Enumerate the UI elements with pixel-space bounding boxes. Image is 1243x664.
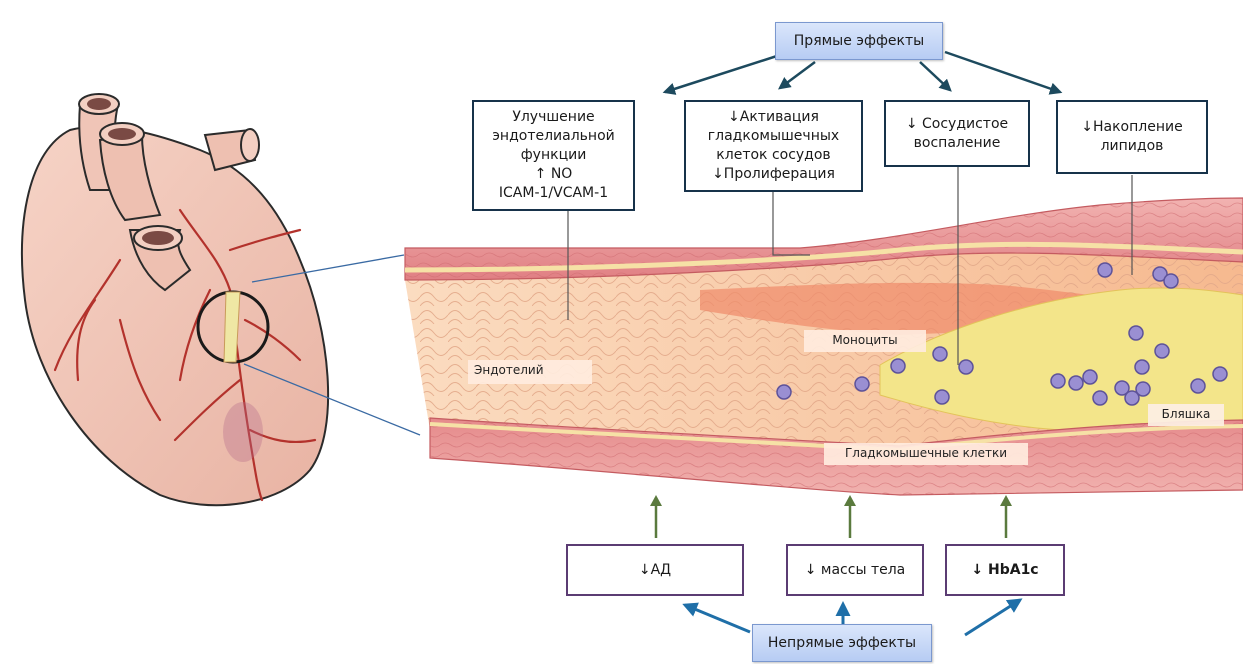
hba1c-label: ↓ HbA1c [971,561,1038,580]
smooth-muscle-activation-box: ↓Активация гладкомышечных клеток сосудов… [684,100,863,192]
monocytes-label: Моноциты [804,330,926,352]
blood-pressure-label: ↓АД [639,561,671,580]
plaque-label-text: Бляшка [1162,407,1211,421]
indirect-effects-header: Непрямые эффекты [752,624,932,662]
indirect-effects-header-label: Непрямые эффекты [768,634,916,653]
endothelial-line-2: эндотелиальной [492,127,615,146]
endothelial-line-1: Улучшение [512,108,594,127]
body-mass-label: ↓ массы тела [805,561,906,580]
smooth-muscle-line-3: клеток сосудов [716,146,830,165]
body-mass-box: ↓ массы тела [786,544,924,596]
plaque-label: Бляшка [1148,404,1224,426]
smooth-muscle-cells-label-text: Гладкомышечные клетки [845,446,1007,460]
hba1c-box: ↓ HbA1c [945,544,1065,596]
blood-pressure-box: ↓АД [566,544,744,596]
heart-illustration [22,94,328,505]
inflammation-line-1: ↓ Сосудистое [906,115,1008,134]
endothelium-label: Эндотелий [468,360,592,384]
endothelial-function-box: Улучшение эндотелиальной функции ↑ NO IC… [472,100,635,211]
arrow-to-endothelial [665,55,780,92]
vascular-inflammation-box: ↓ Сосудистое воспаление [884,100,1030,167]
direct-effects-header: Прямые эффекты [775,22,943,60]
monocytes-label-text: Моноциты [832,333,897,347]
arrow-to-smooth-muscle [780,62,815,88]
arrow-to-lipids [945,52,1060,92]
endothelial-line-4: ↑ NO [535,165,573,184]
lipid-line-2: липидов [1101,137,1164,156]
inflammation-line-2: воспаление [914,134,1001,153]
arrow-to-inflammation [920,62,950,90]
smooth-muscle-cells-label: Гладкомышечные клетки [824,443,1028,465]
lipid-accumulation-box: ↓Накопление липидов [1056,100,1208,174]
smooth-muscle-line-1: ↓Активация [728,108,819,127]
smooth-muscle-line-2: гладкомышечных [708,127,839,146]
endothelial-line-5: ICAM-1/VCAM-1 [499,184,608,203]
smooth-muscle-line-4: ↓Пролиферация [712,165,835,184]
endothelium-label-text: Эндотелий [474,363,544,377]
lipid-line-1: ↓Накопление [1081,118,1182,137]
endothelial-line-3: функции [521,146,587,165]
direct-effects-header-label: Прямые эффекты [794,32,924,51]
